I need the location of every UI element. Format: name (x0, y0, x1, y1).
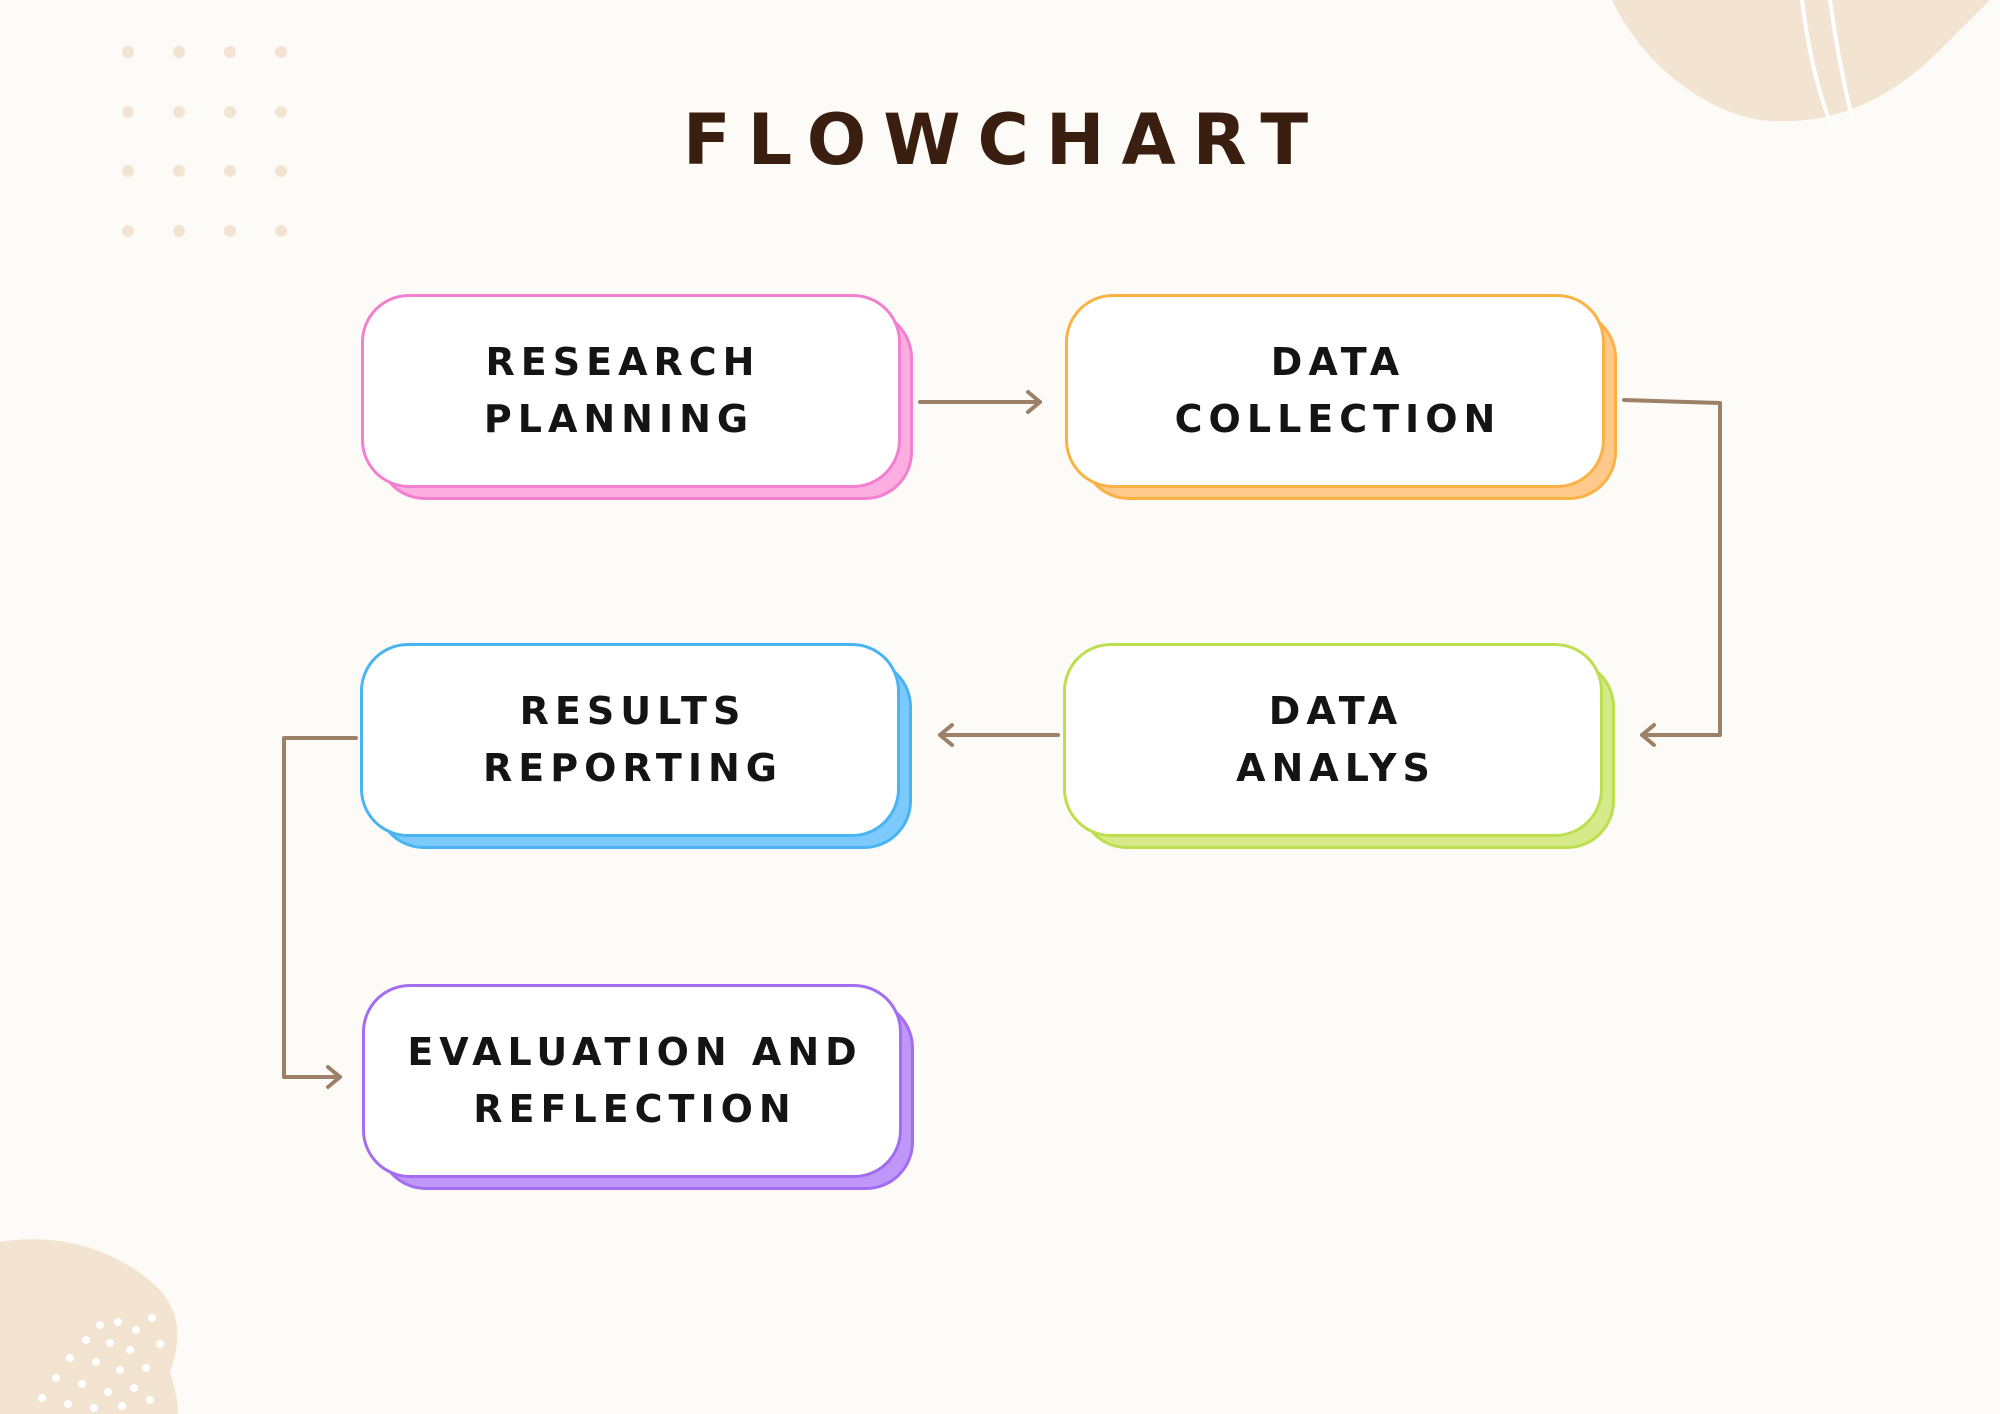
step-card-data-analysis: DATA ANALYS (1063, 643, 1615, 849)
step-label-line2: REPORTING (483, 746, 783, 790)
step-label-line2: ANALYS (1236, 746, 1436, 790)
blob-top-right (1612, 0, 1990, 123)
blob-bottom-left (0, 1239, 178, 1414)
arrowhead-right-icon (326, 1065, 342, 1089)
page-title: FLOWCHART (682, 99, 1326, 181)
step-label: EVALUATION AND REFLECTION (401, 1024, 862, 1138)
dot-grid-top-left (122, 46, 287, 237)
arrowhead-right-icon (1026, 390, 1042, 414)
card-face: RESEARCH PLANNING (361, 294, 901, 488)
connector-reporting-to-evaluation (282, 736, 358, 1079)
step-label: DATA COLLECTION (1169, 334, 1502, 448)
step-label-line2: REFLECTION (473, 1087, 797, 1131)
card-face: RESULTS REPORTING (360, 643, 900, 837)
step-label-line1: DATA (1270, 340, 1406, 384)
card-face: DATA ANALYS (1063, 643, 1603, 837)
step-label: DATA ANALYS (1230, 683, 1436, 797)
step-card-evaluation-reflection: EVALUATION AND REFLECTION (362, 984, 914, 1190)
connector-collection-to-analysis (1622, 398, 1722, 737)
step-label-line1: RESULTS (519, 689, 747, 733)
arrowhead-left-icon (938, 723, 954, 747)
step-label: RESULTS REPORTING (477, 683, 783, 797)
step-label-line1: RESEARCH (485, 340, 761, 384)
arrowhead-left-icon (1640, 723, 1656, 747)
card-face: DATA COLLECTION (1065, 294, 1605, 488)
step-label-line1: DATA (1268, 689, 1404, 733)
step-card-data-collection: DATA COLLECTION (1065, 294, 1617, 500)
step-label-line2: PLANNING (483, 397, 755, 441)
step-label-line2: COLLECTION (1174, 397, 1502, 441)
step-card-results-reporting: RESULTS REPORTING (360, 643, 912, 849)
step-label-line1: EVALUATION AND (407, 1030, 863, 1074)
step-label: RESEARCH PLANNING (480, 334, 761, 448)
card-face: EVALUATION AND REFLECTION (362, 984, 902, 1178)
step-card-research-planning: RESEARCH PLANNING (361, 294, 913, 500)
